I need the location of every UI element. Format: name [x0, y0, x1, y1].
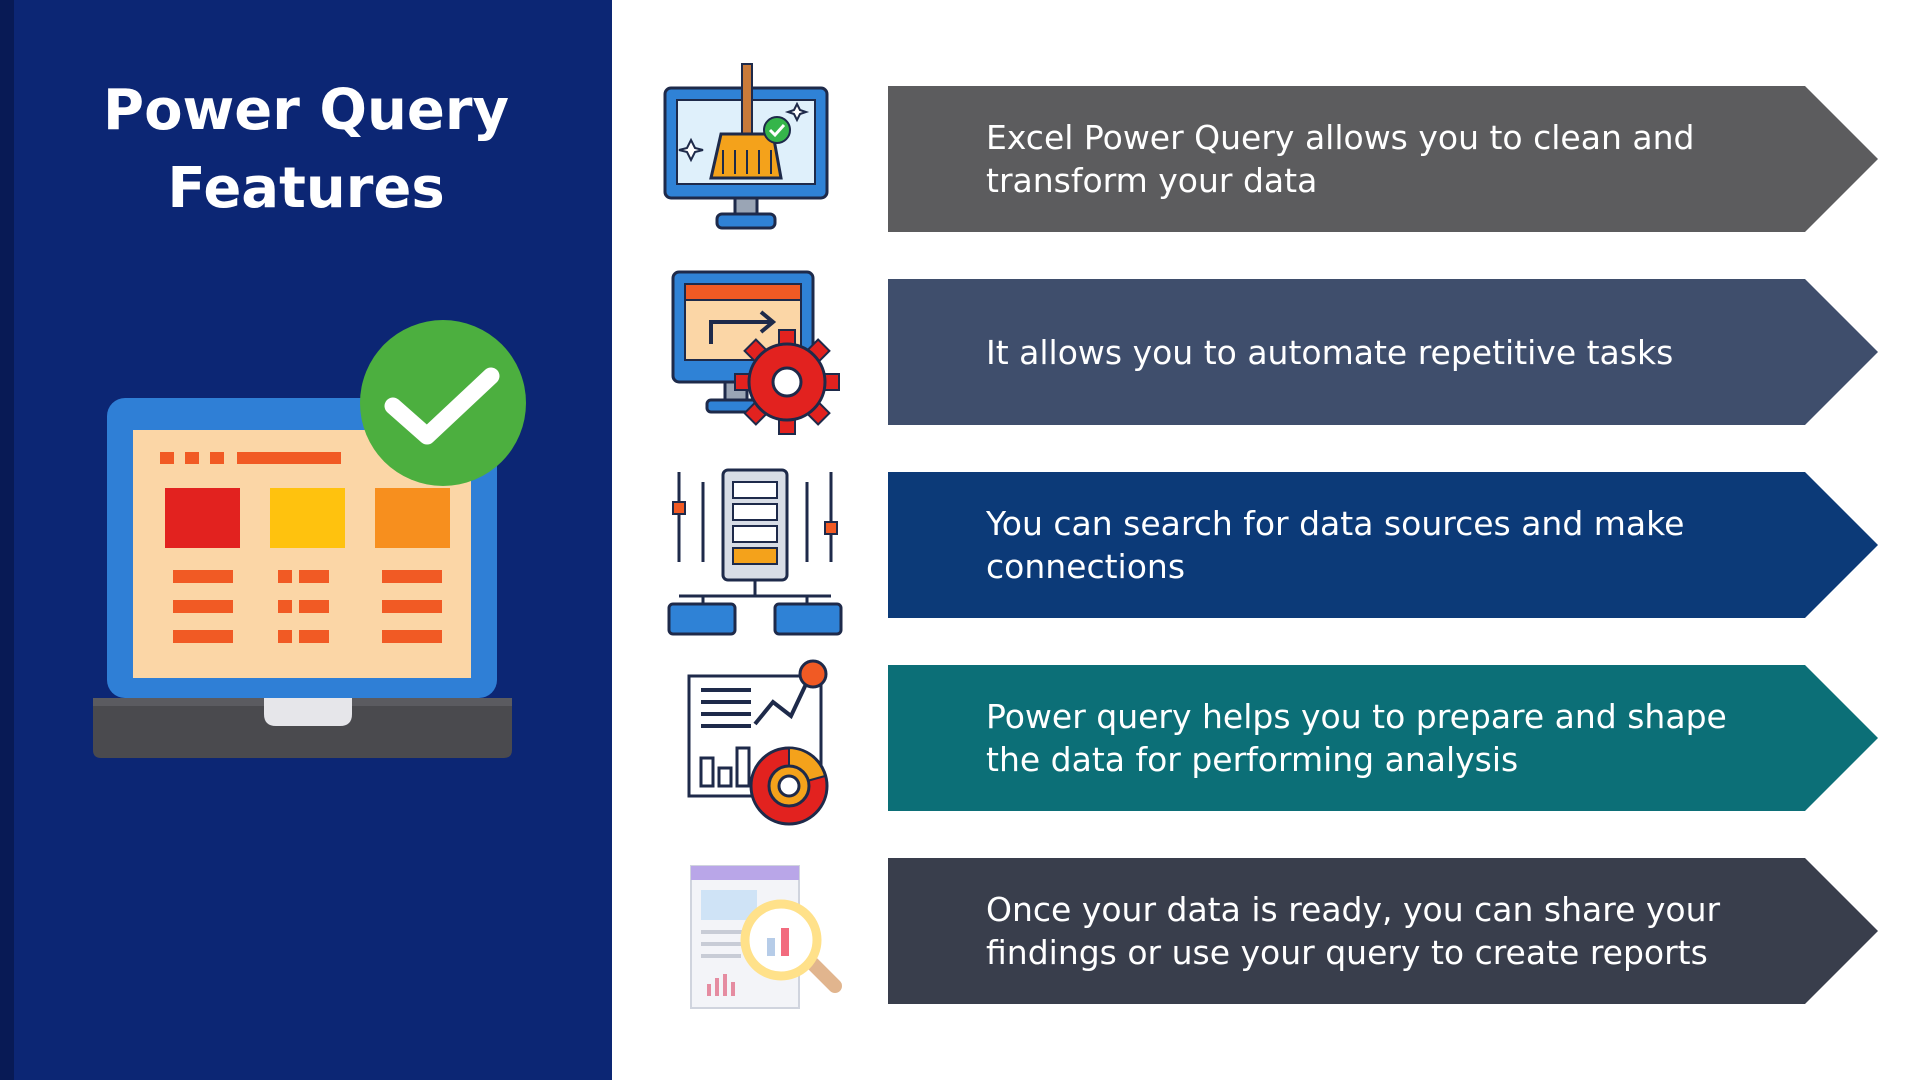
laptop-with-checkmark-icon — [93, 320, 526, 758]
feature-arrow-3: You can search for data sources and make… — [888, 472, 1878, 618]
title-line-2: Features — [167, 156, 445, 221]
feature-arrow-5: Once your data is ready, you can share y… — [888, 858, 1878, 1004]
title-line-1: Power Query — [103, 78, 509, 143]
feature-text-1: Excel Power Query allows you to clean an… — [986, 118, 1695, 200]
feature-arrow-1: Excel Power Query allows you to clean an… — [888, 86, 1878, 232]
slide-title: Power Query Features — [40, 72, 572, 228]
feature-text-3: You can search for data sources and make… — [986, 504, 1685, 586]
feature-arrow-2: It allows you to automate repetitive tas… — [888, 279, 1878, 425]
monitor-brush-clean-icon — [663, 63, 829, 230]
left-panel-edge — [0, 0, 14, 1080]
feature-text-2: It allows you to automate repetitive tas… — [986, 332, 1674, 372]
analytics-dashboard-icon — [687, 659, 829, 826]
feature-text-4: Power query helps you to prepare and sha… — [986, 697, 1727, 779]
monitor-gear-automation-icon — [671, 270, 840, 435]
report-magnifier-icon — [690, 865, 842, 1009]
feature-text-5: Once your data is ready, you can share y… — [986, 890, 1721, 972]
feature-arrow-4: Power query helps you to prepare and sha… — [888, 665, 1878, 811]
left-panel: Power Query Features — [0, 0, 612, 1080]
server-network-connections-icon — [667, 468, 843, 636]
